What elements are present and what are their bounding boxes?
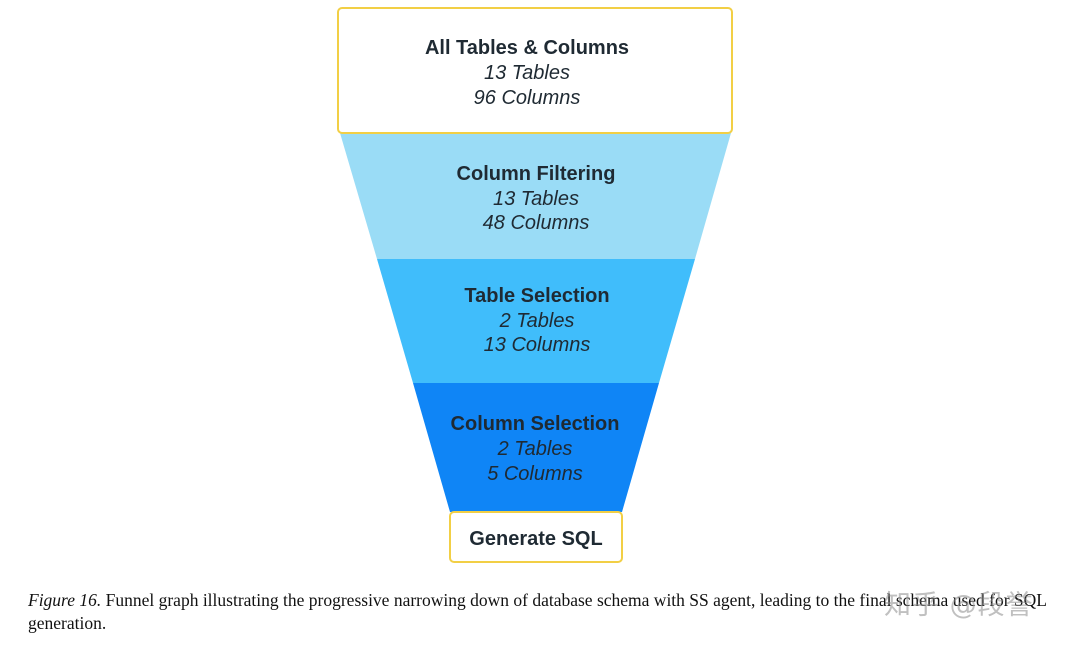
stage-column-filtering-title: Column Filtering	[457, 163, 616, 185]
bottom-box	[449, 511, 623, 563]
stage-column-filtering-columns: 48 Columns	[483, 212, 590, 234]
stage-table-selection-shape	[377, 259, 695, 383]
top-box-title: All Tables & Columns	[425, 37, 629, 59]
top-box	[337, 7, 733, 134]
stage-table-selection-tables: 2 Tables	[499, 310, 575, 332]
stage-table-selection-columns: 13 Columns	[484, 334, 591, 356]
funnel-diagram: All Tables & Columns 13 Tables 96 Column…	[337, 7, 733, 563]
top-box-columns: 96 Columns	[474, 87, 581, 109]
stage-column-selection-title: Column Selection	[451, 413, 620, 435]
top-box-tables: 13 Tables	[484, 62, 570, 84]
bottom-box-title: Generate SQL	[469, 528, 602, 550]
stage-column-selection-tables: 2 Tables	[497, 438, 573, 460]
figure-label: Figure 16.	[28, 590, 102, 610]
figure-caption-text: Funnel graph illustrating the progressiv…	[28, 590, 1047, 633]
stage-column-filtering-tables: 13 Tables	[493, 188, 579, 210]
stage-column-selection-columns: 5 Columns	[487, 463, 583, 485]
stage-column-filtering-shape	[340, 133, 731, 259]
watermark: 知乎 @段誉	[884, 590, 1034, 621]
stage-table-selection-title: Table Selection	[464, 285, 609, 307]
figure-caption: Figure 16. Funnel graph illustrating the…	[28, 589, 1058, 635]
stage-column-selection-shape	[413, 383, 659, 512]
